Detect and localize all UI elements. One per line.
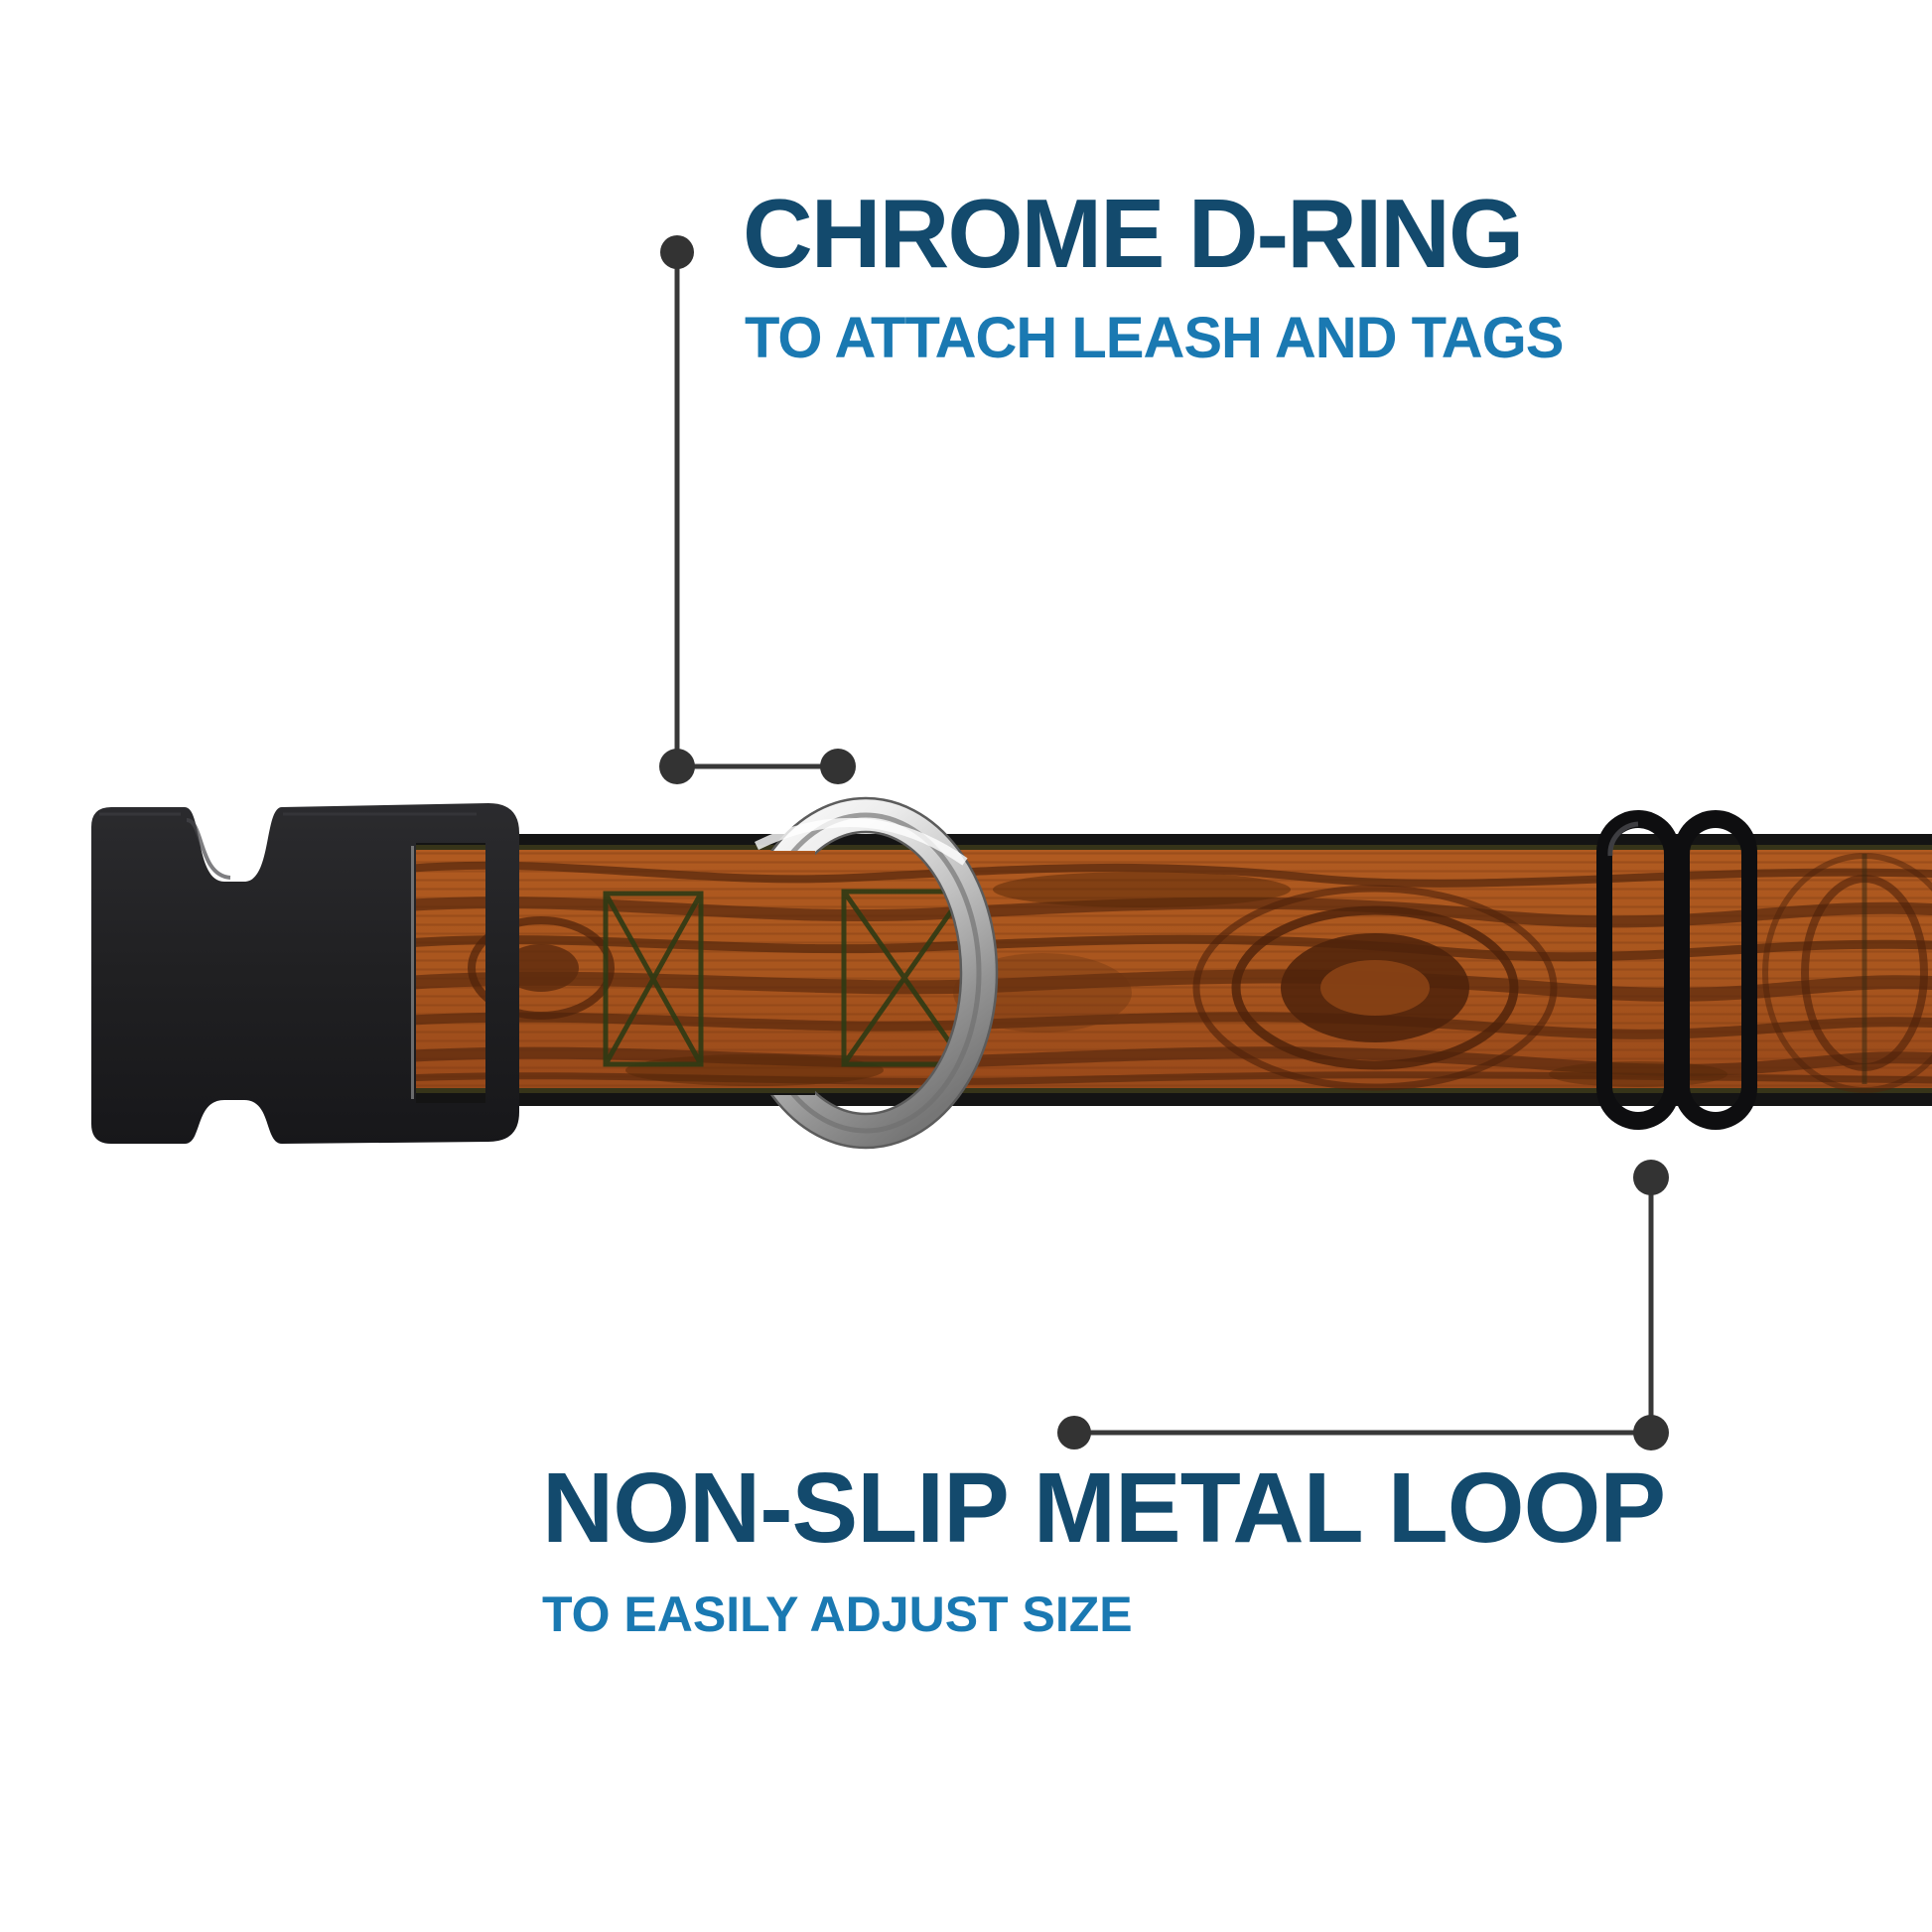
slide-adjuster-highlight: [1607, 821, 1639, 857]
leader-dot: [1633, 1415, 1669, 1450]
buckle-slot-highlight: [411, 846, 414, 1099]
leader-dot: [820, 749, 856, 784]
callout-2-subtitle: TO EASILY ADJUST SIZE: [542, 1587, 1133, 1642]
callout-leader-2: [1057, 1160, 1669, 1450]
d-ring-specular-highlight: [755, 817, 968, 866]
slide-adjuster-loop: [1596, 810, 1757, 1130]
leader-dot: [660, 235, 694, 269]
leader-dot: [659, 749, 695, 784]
callout-leader-1: [659, 235, 856, 784]
side-release-buckle: [91, 803, 519, 1144]
callout-2-title: NON-SLIP METAL LOOP: [542, 1452, 1666, 1564]
callout-1-title: CHROME D-RING: [743, 179, 1524, 288]
callout-1-subtitle: TO ATTACH LEASH AND TAGS: [745, 306, 1564, 370]
leader-dot: [1633, 1160, 1669, 1195]
leader-dot: [1057, 1416, 1091, 1449]
webbing-strap: [405, 834, 1932, 1106]
stitch-box-left: [603, 891, 704, 1067]
